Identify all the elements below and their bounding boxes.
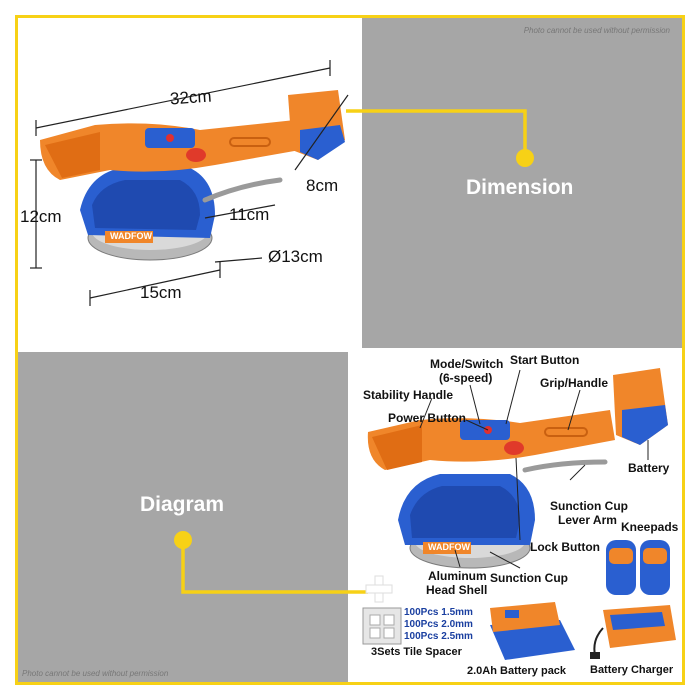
label-lever-arm-1: Sunction Cup xyxy=(550,499,628,513)
label-lock-button: Lock Button xyxy=(530,540,600,554)
spacer-line-2: 100Pcs 2.0mm xyxy=(404,619,473,630)
dimension-height: 12cm xyxy=(20,207,62,226)
label-power-button: Power Button xyxy=(388,411,466,425)
dimension-battery-width: 8cm xyxy=(306,176,339,195)
label-start-button: Start Button xyxy=(510,353,580,367)
dimension-base-diameter: Ø13cm xyxy=(268,247,323,266)
callout-lines xyxy=(419,369,649,569)
diagram-label-panel xyxy=(15,352,348,685)
dimension-lines xyxy=(30,60,349,306)
brand-logo-bottom: WADFOW xyxy=(428,542,470,552)
brand-logo-top: WADFOW xyxy=(110,231,152,241)
spacer-caption: 3Sets Tile Spacer xyxy=(371,646,462,658)
kneepads-drawing xyxy=(606,540,670,595)
diagram-heading: Diagram xyxy=(140,493,225,516)
tool-drawing-bottom xyxy=(367,368,668,569)
label-grip-handle: Grip/Handle xyxy=(540,376,609,390)
dimension-base-width: 15cm xyxy=(140,283,182,302)
dimension-length: 32cm xyxy=(169,86,213,109)
label-lever-arm-2: Lever Arm xyxy=(558,513,617,527)
charger-drawing xyxy=(590,605,676,659)
watermark-top: Photo cannot be used without permission xyxy=(523,26,670,35)
label-kneepads: Kneepads xyxy=(621,520,679,534)
label-mode-switch: Mode/Switch xyxy=(430,357,504,371)
label-stability-handle: Stability Handle xyxy=(363,388,454,402)
watermark-bottom: Photo cannot be used without permission xyxy=(22,669,169,678)
tool-drawing-top xyxy=(40,90,345,261)
charger-caption: Battery Charger xyxy=(590,664,674,676)
dimension-handle-gap: 11cm xyxy=(229,205,270,224)
label-battery: Battery xyxy=(628,461,670,475)
spacer-line-1: 100Pcs 1.5mm xyxy=(404,607,473,618)
spacer-box xyxy=(362,607,402,645)
dimension-label-panel xyxy=(362,15,685,348)
spacer-line-3: 100Pcs 2.5mm xyxy=(404,631,473,642)
diagram-connector xyxy=(174,531,368,594)
dimension-connector xyxy=(346,109,534,167)
battery-pack-drawing xyxy=(490,602,575,660)
label-mode-switch-sub: (6-speed) xyxy=(439,371,493,385)
battery-pack-caption: 2.0Ah Battery pack xyxy=(467,665,567,677)
label-aluminum-2: Head Shell xyxy=(426,583,488,597)
tile-spacer-cross xyxy=(365,575,393,603)
label-suction-cup: Sunction Cup xyxy=(490,571,568,585)
dimension-heading: Dimension xyxy=(466,176,574,199)
label-aluminum-1: Aluminum xyxy=(428,569,487,583)
